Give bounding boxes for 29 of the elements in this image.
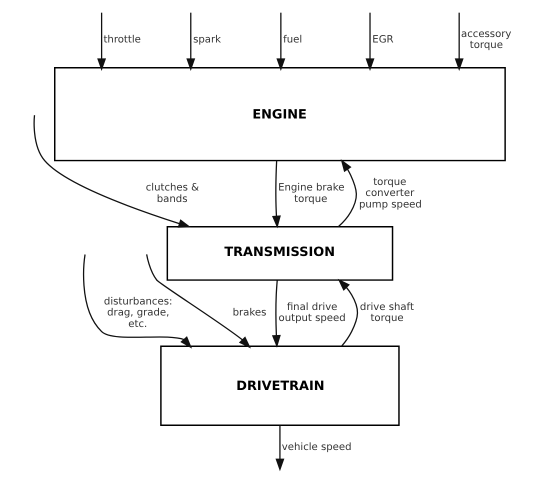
arrow <box>276 12 285 72</box>
edge-label: clutches & bands <box>145 182 199 205</box>
arrow <box>82 254 192 349</box>
edge-label: brakes <box>232 308 266 319</box>
arrow <box>337 159 356 228</box>
arrow <box>33 115 191 228</box>
edge-label: fuel <box>282 34 302 46</box>
node-box: DRIVETRAIN <box>160 346 400 426</box>
edge-label: EGR <box>372 34 394 46</box>
edge-label: drive shaft torque <box>359 302 414 324</box>
edge-label: final drive output speed <box>278 302 346 324</box>
node-box: ENGINE <box>54 67 506 162</box>
arrow <box>271 280 280 348</box>
arrow <box>274 425 284 472</box>
edge-label: torque converter pump speed <box>358 177 422 210</box>
arrow <box>186 12 195 72</box>
node-box: TRANSMISSION <box>166 226 393 281</box>
edge-label: spark <box>192 34 220 46</box>
arrow <box>272 160 280 228</box>
arrow <box>365 12 374 72</box>
arrow <box>454 12 464 72</box>
arrow <box>337 278 358 347</box>
edge-label: accessory torque <box>460 29 511 52</box>
edge-label: disturbances: drag, grade, etc. <box>103 296 172 330</box>
edge-label: Engine brake torque <box>278 182 344 205</box>
arrow <box>146 254 250 349</box>
edge-label: throttle <box>102 34 140 46</box>
edge-label: vehicle speed <box>281 442 352 453</box>
arrow <box>96 12 106 72</box>
